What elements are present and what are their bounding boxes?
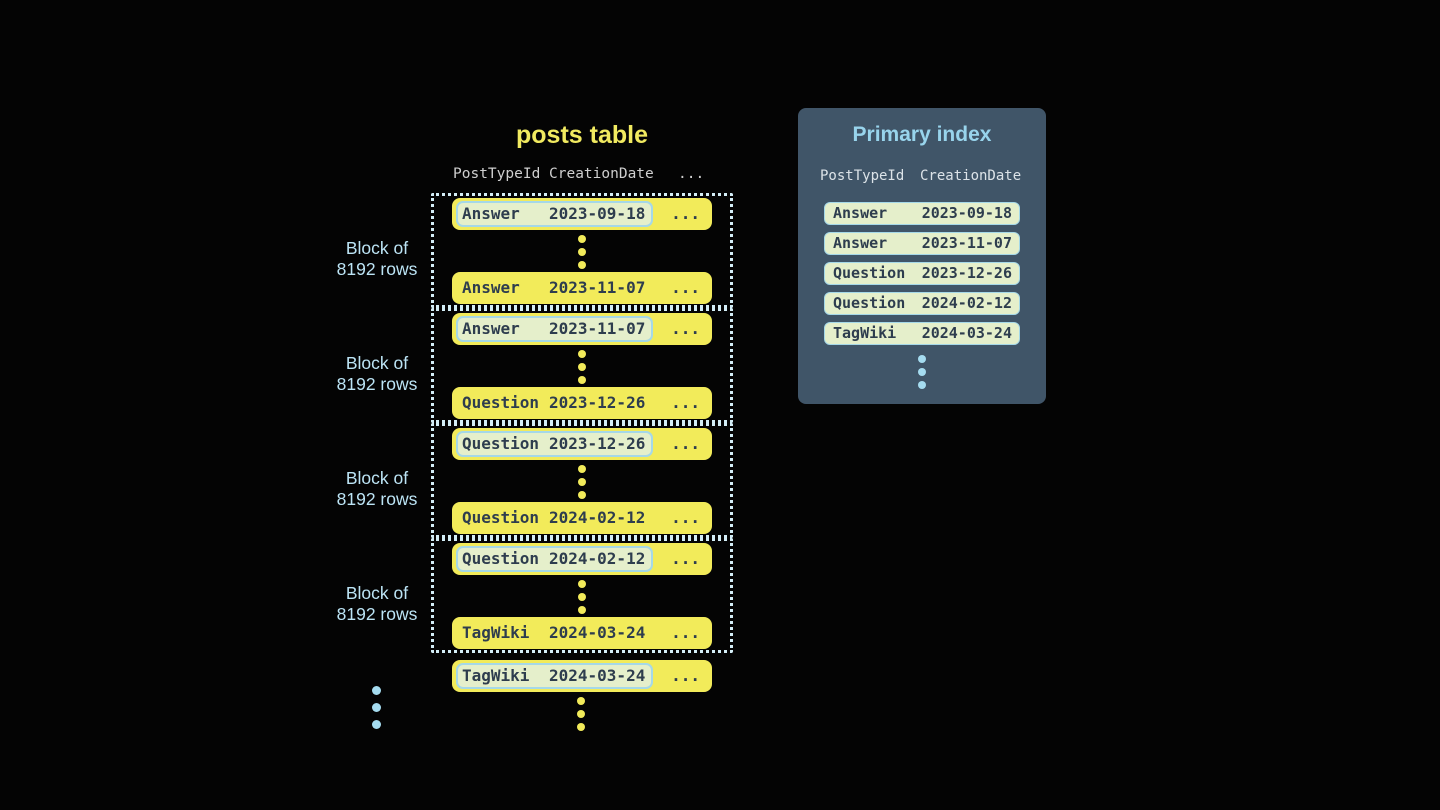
row-post-type: Question [462,434,540,453]
row-post-type: Answer [462,319,520,338]
row-creation-date: 2023-11-07 [921,234,1012,252]
vertical-ellipsis-dots [434,347,730,386]
block-label-line2: 8192 rows [336,374,418,394]
block-label-4: Block of 8192 rows [297,583,457,625]
table-row: Question 2024-02-12 ... [452,502,712,534]
vertical-ellipsis-dots [434,462,730,501]
posts-table-column-headers: PostTypeId CreationDate ... [431,166,733,184]
row-ellipsis: ... [671,393,700,412]
row-post-type: TagWiki [462,623,530,642]
column-header-creationdate: CreationDate [920,168,1022,184]
row-creation-date: 2023-09-18 [549,204,646,223]
row-post-type: Question [462,549,540,568]
row-creation-date: 2024-02-12 [921,294,1012,312]
block-label-2: Block of 8192 rows [297,353,457,395]
table-row: TagWiki 2024-03-24 ... [452,617,712,649]
row-ellipsis: ... [671,278,700,297]
row-ellipsis: ... [671,666,700,685]
index-entry-highlight-box [456,431,653,457]
table-row-highlighted: Question 2024-02-12 ... [452,543,712,575]
index-row: Question 2024-02-12 [824,292,1020,315]
vertical-ellipsis-dots [434,577,730,616]
row-post-type: Answer [833,204,888,222]
index-entry-highlight-box [456,201,653,227]
column-header-posttypeid: PostTypeId [453,166,541,182]
index-row: Answer 2023-11-07 [824,232,1020,255]
more-index-entries-ellipsis-dots [798,352,1046,391]
block-label-line1: Block of [345,353,409,373]
primary-index-title: Primary index [852,123,992,146]
row-ellipsis: ... [671,434,700,453]
row-post-type: Question [833,264,906,282]
posts-table-title: posts table [516,121,648,149]
row-creation-date: 2024-03-24 [921,324,1012,342]
row-creation-date: 2023-11-07 [549,319,646,338]
row-post-type: Answer [833,234,888,252]
index-row: Answer 2023-09-18 [824,202,1020,225]
index-entry-highlight-box [456,546,653,572]
block-label-line2: 8192 rows [336,489,418,509]
row-post-type: Answer [462,278,520,297]
block-label-line1: Block of [345,238,409,258]
row-creation-date: 2024-03-24 [549,623,646,642]
row-ellipsis: ... [671,204,700,223]
row-creation-date: 2024-03-24 [549,666,646,685]
index-entry-highlight-box [456,316,653,342]
table-row: Question 2023-12-26 ... [452,387,712,419]
row-ellipsis: ... [671,623,700,642]
row-post-type: Answer [462,204,520,223]
table-row-highlighted: Question 2023-12-26 ... [452,428,712,460]
row-creation-date: 2024-02-12 [549,549,646,568]
vertical-ellipsis-dots [573,694,589,733]
block-label-line2: 8192 rows [336,259,418,279]
row-block-1: Answer 2023-09-18 ... Answer 2023-11-07 … [431,193,733,308]
table-row-highlighted-overflow: TagWiki 2024-03-24 ... [452,660,712,692]
primary-index-panel: Primary index PostTypeId CreationDate An… [798,108,1046,404]
row-creation-date: 2024-02-12 [549,508,646,527]
row-ellipsis: ... [671,319,700,338]
row-creation-date: 2023-11-07 [549,278,646,297]
index-row: Question 2023-12-26 [824,262,1020,285]
row-post-type: TagWiki [462,666,530,685]
row-creation-date: 2023-12-26 [549,434,646,453]
block-label-line1: Block of [345,583,409,603]
index-row: TagWiki 2024-03-24 [824,322,1020,345]
row-post-type: Question [462,508,540,527]
row-ellipsis: ... [671,508,700,527]
block-label-line2: 8192 rows [336,604,418,624]
vertical-ellipsis-dots [434,232,730,271]
row-block-4: Question 2024-02-12 ... TagWiki 2024-03-… [431,538,733,653]
block-label-1: Block of 8192 rows [297,238,457,280]
row-block-3: Question 2023-12-26 ... Question 2024-02… [431,423,733,538]
index-entry-highlight-box [456,663,653,689]
table-row-highlighted: Answer 2023-09-18 ... [452,198,712,230]
row-creation-date: 2023-12-26 [921,264,1012,282]
table-row-highlighted: Answer 2023-11-07 ... [452,313,712,345]
block-label-line1: Block of [345,468,409,488]
more-blocks-ellipsis-dots [367,682,385,733]
row-post-type: Question [462,393,540,412]
row-creation-date: 2023-09-18 [921,204,1012,222]
row-post-type: TagWiki [833,324,897,342]
row-post-type: Question [833,294,906,312]
row-creation-date: 2023-12-26 [549,393,646,412]
table-row: Answer 2023-11-07 ... [452,272,712,304]
row-block-2: Answer 2023-11-07 ... Question 2023-12-2… [431,308,733,423]
column-header-posttypeid: PostTypeId [820,168,905,184]
block-label-3: Block of 8192 rows [297,468,457,510]
row-ellipsis: ... [671,549,700,568]
column-header-ellipsis: ... [678,166,705,182]
column-header-creationdate: CreationDate [549,166,654,182]
